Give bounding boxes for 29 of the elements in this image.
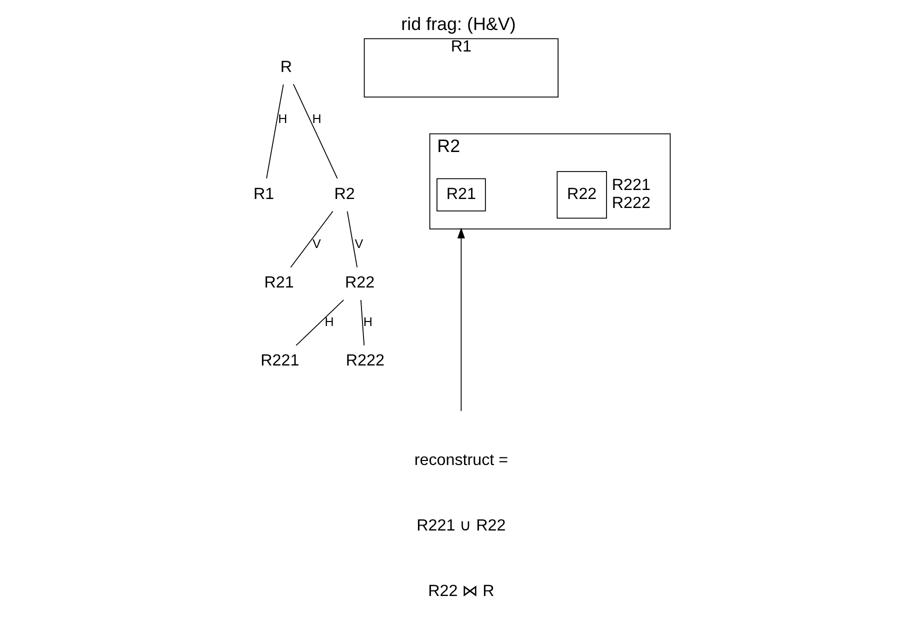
node-text: R222 [345, 352, 384, 370]
connector [292, 84, 338, 179]
node-text: R21 [264, 274, 294, 292]
node-label: R221 [611, 176, 650, 194]
node-label: R222 [611, 194, 650, 212]
connector [266, 84, 284, 179]
edge-label: H [278, 112, 287, 126]
label: R22 ⋈ R [428, 582, 494, 600]
node-box: R22 [556, 171, 606, 219]
node-box: R1 [363, 38, 558, 98]
edge-label: H [324, 315, 334, 330]
connector [295, 300, 344, 346]
edge-label: V [354, 236, 363, 251]
node-text: R [280, 58, 292, 76]
node-box: R21 [436, 178, 486, 212]
connector [290, 210, 333, 268]
node-text: R221 [260, 352, 299, 370]
label: R221 ∪ R22 [416, 516, 506, 534]
edge-label: H [362, 315, 372, 330]
edge-label: V [312, 236, 320, 251]
node-text: R1 [253, 184, 274, 203]
edge-label: H [312, 112, 321, 126]
connector [346, 210, 358, 268]
node-text: R22 [344, 274, 374, 292]
arrow [456, 228, 464, 412]
node-text: R2 [334, 184, 354, 203]
label: reconstruct = [414, 450, 508, 469]
connector [360, 300, 364, 346]
diagram-title: rid frag: (H&V) [400, 14, 516, 34]
